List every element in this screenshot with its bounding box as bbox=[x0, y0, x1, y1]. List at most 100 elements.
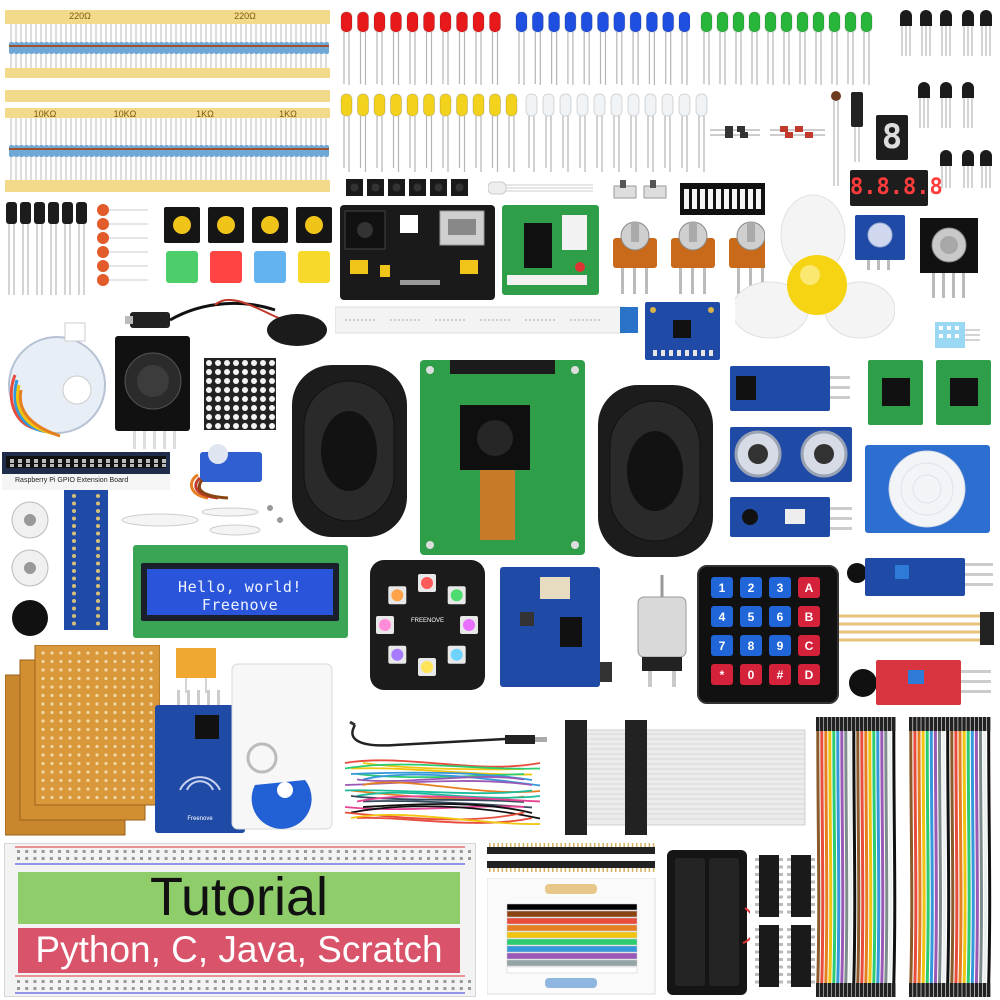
pressure-sensor-module bbox=[500, 567, 612, 687]
pir-motion-sensor bbox=[865, 445, 990, 533]
keypad-key-3: 3 bbox=[769, 577, 791, 598]
resistor-label-1k-a: 1KΩ bbox=[196, 109, 214, 119]
fan-propeller bbox=[735, 194, 895, 339]
resistor-label-10k-a: 10KΩ bbox=[33, 109, 57, 119]
tutorial-title: Tutorial bbox=[149, 867, 329, 927]
keypad-key-9: 9 bbox=[769, 635, 791, 656]
led-row-blue bbox=[515, 11, 690, 85]
rfid-reader-module bbox=[155, 690, 245, 833]
jumper-wires-small bbox=[835, 612, 994, 645]
battery-clip-cable bbox=[125, 298, 327, 346]
keypad-key-D: D bbox=[798, 664, 820, 685]
tutorial-title-banner bbox=[18, 872, 460, 924]
keypad-key-6: 6 bbox=[769, 606, 791, 627]
led-row-red bbox=[340, 11, 501, 85]
lcd-line-2: Freenove bbox=[201, 596, 279, 614]
keypad-key-7: 7 bbox=[711, 635, 733, 656]
ribbon-ffc-cable bbox=[335, 306, 638, 334]
speaker-right bbox=[598, 385, 713, 557]
speaker-left bbox=[292, 365, 407, 537]
keypad-key-star: * bbox=[711, 664, 733, 685]
relay-modules bbox=[868, 360, 991, 425]
keypad-key-C: C bbox=[798, 635, 820, 656]
ultrasonic-sensor bbox=[730, 427, 852, 482]
keypad-key-hash: # bbox=[769, 664, 791, 685]
led-module-brand: FREENOVE bbox=[410, 618, 444, 624]
line-tracking-module bbox=[730, 497, 852, 537]
thermistor bbox=[851, 92, 863, 162]
potentiometer-group bbox=[613, 221, 765, 294]
capacitor-group bbox=[6, 202, 148, 295]
diode-group bbox=[710, 126, 825, 138]
gpio-ribbon-cable bbox=[565, 720, 806, 835]
breadboard-power-module bbox=[340, 205, 495, 300]
rfid-key-fob bbox=[246, 742, 312, 829]
rgb-led-module bbox=[370, 560, 485, 690]
resistor-10k-1k-strip bbox=[5, 90, 330, 195]
rgb-led bbox=[488, 181, 593, 195]
tutorial-languages-banner bbox=[18, 928, 460, 973]
sound-sensor-module bbox=[849, 660, 991, 705]
lcd-screen bbox=[141, 563, 339, 621]
slide-switch-group bbox=[613, 180, 667, 199]
resistor-label-220-b: 220Ω bbox=[234, 11, 256, 21]
keypad-key-B: B bbox=[798, 606, 820, 627]
film-capacitor bbox=[176, 648, 216, 693]
joystick-module bbox=[115, 336, 190, 449]
dupont-wires-right-bundle bbox=[909, 717, 992, 997]
resistor-label-1k-b: 1KΩ bbox=[279, 109, 297, 119]
tactile-switch-row bbox=[346, 179, 468, 196]
seven-segment-quad bbox=[850, 170, 928, 206]
jumper-wire-bundle bbox=[344, 759, 541, 825]
resistor-label-10k-b: 10KΩ bbox=[113, 109, 137, 119]
lcd-line-1: Hello, world! bbox=[178, 578, 302, 596]
breadboard-holes bbox=[15, 846, 471, 994]
keypad-key-A: A bbox=[798, 577, 820, 598]
dc-motor bbox=[637, 575, 687, 687]
touch-sensor-module bbox=[855, 215, 905, 270]
seven-segment-single-digit: 8 bbox=[881, 117, 903, 157]
resistor-label-220-a: 220Ω bbox=[69, 11, 91, 21]
keypad-key-1: 1 bbox=[711, 577, 733, 598]
gpio-board-title: Raspberry Pi GPIO Extension Board bbox=[15, 477, 129, 484]
buzzer-group bbox=[11, 501, 49, 636]
keypad-key-2: 2 bbox=[740, 577, 762, 598]
dupont-wires-left-bundle bbox=[816, 717, 897, 997]
transistor-group bbox=[900, 10, 992, 188]
led-row-yellow bbox=[340, 93, 518, 172]
keypad-key-0: 0 bbox=[740, 664, 762, 685]
servo-horns bbox=[121, 505, 283, 536]
led-row-green bbox=[700, 11, 873, 85]
gpio-extension-board bbox=[2, 452, 170, 630]
prototype-pcb-stack bbox=[5, 645, 160, 836]
stepper-motor bbox=[8, 322, 106, 438]
servo-motor bbox=[189, 444, 262, 500]
motor-driver-board bbox=[502, 205, 599, 295]
ic-chip-group bbox=[755, 855, 815, 987]
ir-receiver-module bbox=[730, 366, 850, 411]
led-matrix-8x8 bbox=[204, 358, 276, 430]
resistor-220-strip bbox=[5, 8, 330, 80]
led-row-white bbox=[525, 93, 708, 172]
rotary-encoder-module bbox=[920, 218, 978, 298]
tutorial-languages: Python, C, Java, Scratch bbox=[35, 929, 443, 970]
photoresistor bbox=[831, 91, 841, 186]
keypad-key-5: 5 bbox=[740, 606, 762, 627]
flame-sensor-module bbox=[847, 558, 993, 596]
seven-segment-quad-digits: 8.8.8.8 bbox=[850, 175, 943, 200]
rfid-brand: Freenove bbox=[187, 816, 213, 822]
accelerometer-module bbox=[645, 302, 720, 360]
resistor-color-chart-card bbox=[487, 878, 656, 995]
keypad-key-4: 4 bbox=[711, 606, 733, 627]
keypad-key-8: 8 bbox=[740, 635, 762, 656]
audio-cable bbox=[349, 720, 547, 747]
led-bar-graph bbox=[680, 183, 765, 215]
seven-segment-single bbox=[876, 115, 908, 160]
lcd-panel bbox=[147, 569, 333, 615]
push-button-group bbox=[164, 207, 332, 283]
camera-module bbox=[420, 360, 585, 555]
battery-holder bbox=[667, 850, 750, 995]
pin-header-strips bbox=[487, 843, 655, 872]
